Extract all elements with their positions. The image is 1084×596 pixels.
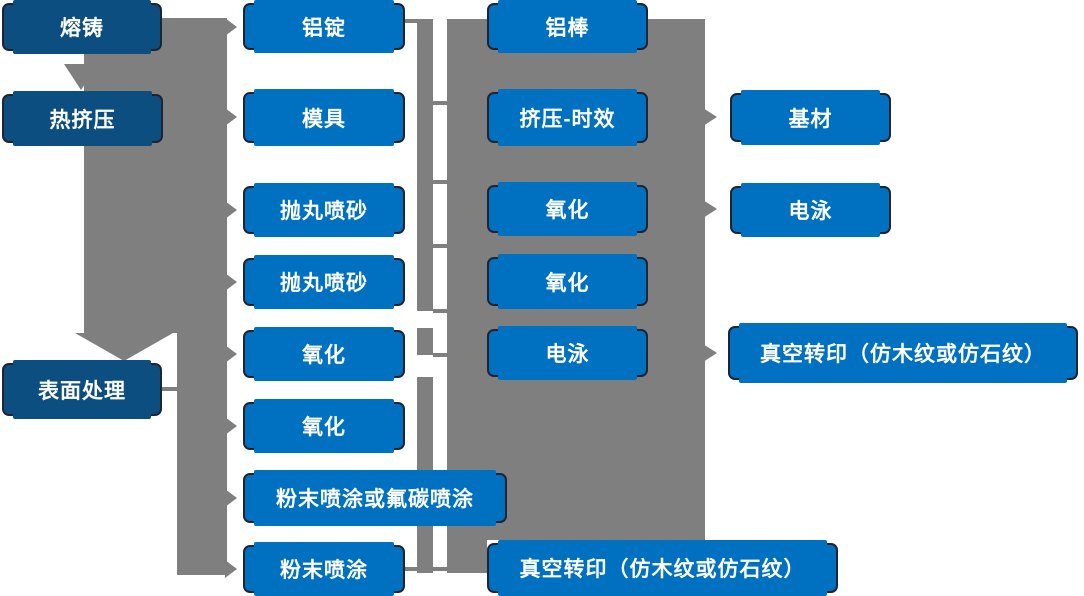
connector-stub-midbar-to-block-2: [433, 180, 448, 184]
node-rongzhu: 熔铸: [2, 0, 162, 54]
node-yanghua-4: 氧化: [487, 254, 648, 309]
arrow-down-to-biaomianchuli-icon: [75, 333, 173, 361]
node-jicai: 基材: [730, 90, 891, 145]
arrow-to-paowanpensha-2-icon: [225, 273, 237, 291]
node-paowanpensha-1: 抛丸喷砂: [243, 183, 405, 237]
node-yanghua-3: 氧化: [487, 182, 648, 236]
arrow-to-fenmopentu-icon: [225, 560, 237, 578]
connector-stub-luding-to-midbar: [405, 19, 418, 23]
node-lubang: 铝棒: [487, 0, 648, 53]
node-zhenkong-right: 真空转印（仿木纹或仿石纹）: [728, 323, 1078, 383]
arrow-to-moju-icon: [225, 108, 237, 126]
connector-stub-midbar-to-block-3: [433, 244, 448, 248]
connector-center-block-foot: [447, 540, 487, 573]
node-zhenkong-bottom: 真空转印（仿木纹或仿石纹）: [487, 540, 838, 596]
connector-stub-midbar-to-block-1: [433, 101, 448, 105]
arrow-to-paowanpensha-1-icon: [225, 201, 237, 219]
node-fenmopentu: 粉末喷涂: [243, 542, 405, 596]
connector-stub-midbar-to-block-5: [433, 353, 448, 357]
node-dianyong-1: 电泳: [487, 326, 648, 380]
arrow-to-jicai-icon: [703, 108, 717, 126]
connector-left-narrow-bar: [177, 333, 227, 575]
connector-stub-bottom-to-block: [405, 567, 447, 571]
connector-mid-bar-segment-2: [417, 328, 433, 355]
node-luding: 铝锭: [243, 0, 405, 53]
node-paowanpensha-2: 抛丸喷砂: [243, 255, 405, 309]
arrow-to-dianyong-2-icon: [703, 200, 717, 218]
node-moju: 模具: [243, 89, 405, 146]
arrow-to-yanghua-1-icon: [225, 345, 237, 363]
connector-left-wide-bar: [84, 18, 227, 333]
arrow-to-luding-icon: [225, 18, 237, 36]
arrow-to-fenmo-futan-icon: [225, 489, 237, 507]
connector-stub-biaomianchuli-to-bar: [162, 387, 178, 391]
connector-stub-midbar-to-block-4: [433, 309, 448, 313]
arrow-to-zhenkong-right-icon: [703, 344, 717, 362]
node-jiya-shixiao: 挤压-时效: [487, 89, 648, 146]
arrow-down-to-rejiya-icon: [64, 64, 98, 90]
node-rejiya: 热挤压: [2, 91, 163, 146]
node-biaomianchuli: 表面处理: [2, 360, 162, 419]
node-yanghua-2: 氧化: [243, 399, 405, 453]
node-dianyong-2: 电泳: [730, 183, 891, 237]
node-yanghua-1: 氧化: [243, 327, 405, 381]
connector-mid-bar-segment-1: [417, 19, 433, 311]
node-fenmo-futan: 粉末喷涂或氟碳喷涂: [243, 470, 507, 526]
arrow-to-yanghua-2-icon: [225, 417, 237, 435]
